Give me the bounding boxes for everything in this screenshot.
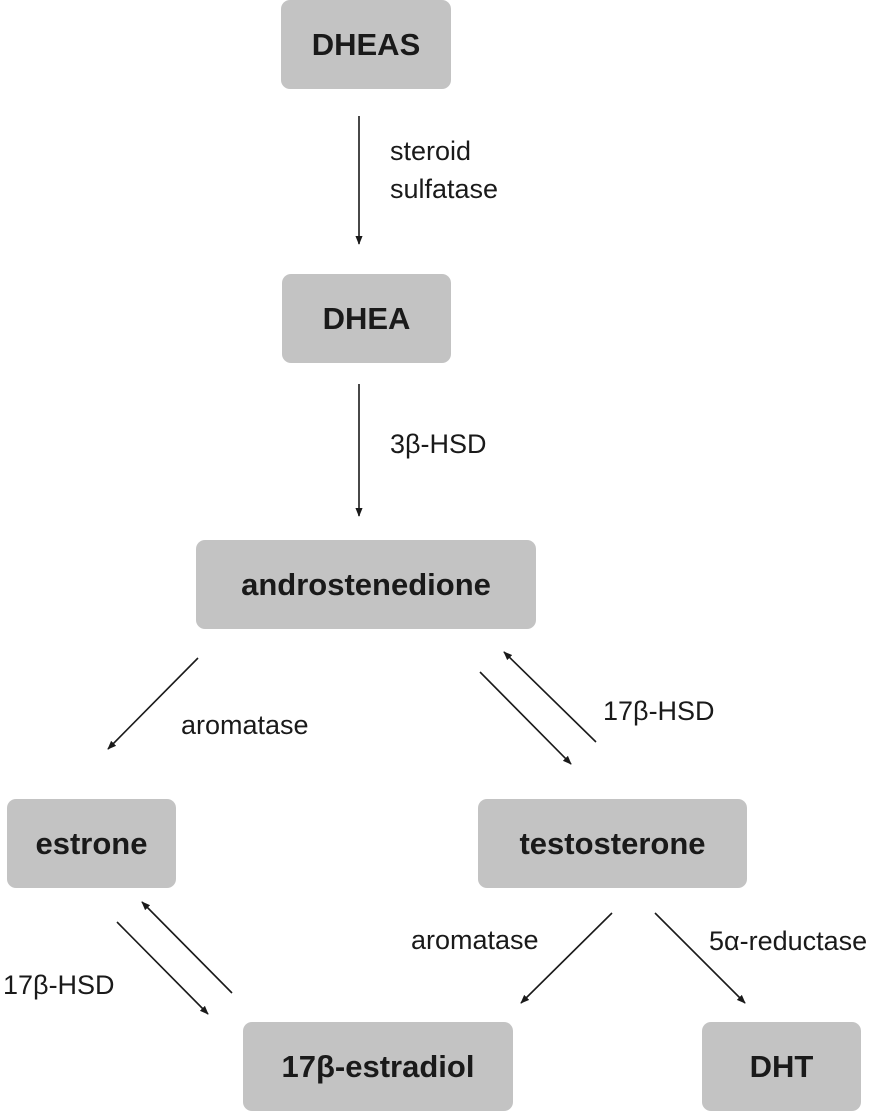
enzyme-3b-hsd: 3β-HSD	[390, 429, 487, 459]
node-estradiol: 17β-estradiol	[243, 1022, 513, 1111]
node-androstenedione: androstenedione	[196, 540, 536, 629]
node-dheas: DHEAS	[281, 0, 451, 89]
node-dht: DHT	[702, 1022, 861, 1111]
arrow-androstenedione-to-estrone	[107, 657, 199, 750]
arrow-estrone-to-estradiol	[116, 921, 209, 1015]
enzyme-steroid-sulfatase: steroid sulfatase	[390, 132, 498, 208]
enzyme-steroid-sulfatase-line1: steroid	[390, 136, 472, 166]
node-testosterone: testosterone	[478, 799, 747, 888]
enzyme-17b-hsd-left: 17β-HSD	[3, 970, 115, 1000]
enzyme-aromatase-bottom: aromatase	[411, 925, 539, 955]
enzyme-17b-hsd-right: 17β-HSD	[603, 696, 715, 726]
node-estrone: estrone	[7, 799, 176, 888]
arrow-testosterone-to-androstenedione	[503, 651, 597, 743]
enzyme-5a-reductase: 5α-reductase	[709, 926, 868, 956]
arrow-estradiol-to-estrone	[141, 901, 233, 994]
node-dhea: DHEA	[282, 274, 451, 363]
arrow-testosterone-to-dht	[654, 912, 746, 1004]
enzyme-steroid-sulfatase-line2: sulfatase	[390, 174, 499, 204]
arrow-testosterone-to-estradiol	[520, 912, 613, 1004]
arrow-androstenedione-to-testosterone	[479, 671, 572, 765]
enzyme-aromatase-left: aromatase	[181, 710, 309, 740]
